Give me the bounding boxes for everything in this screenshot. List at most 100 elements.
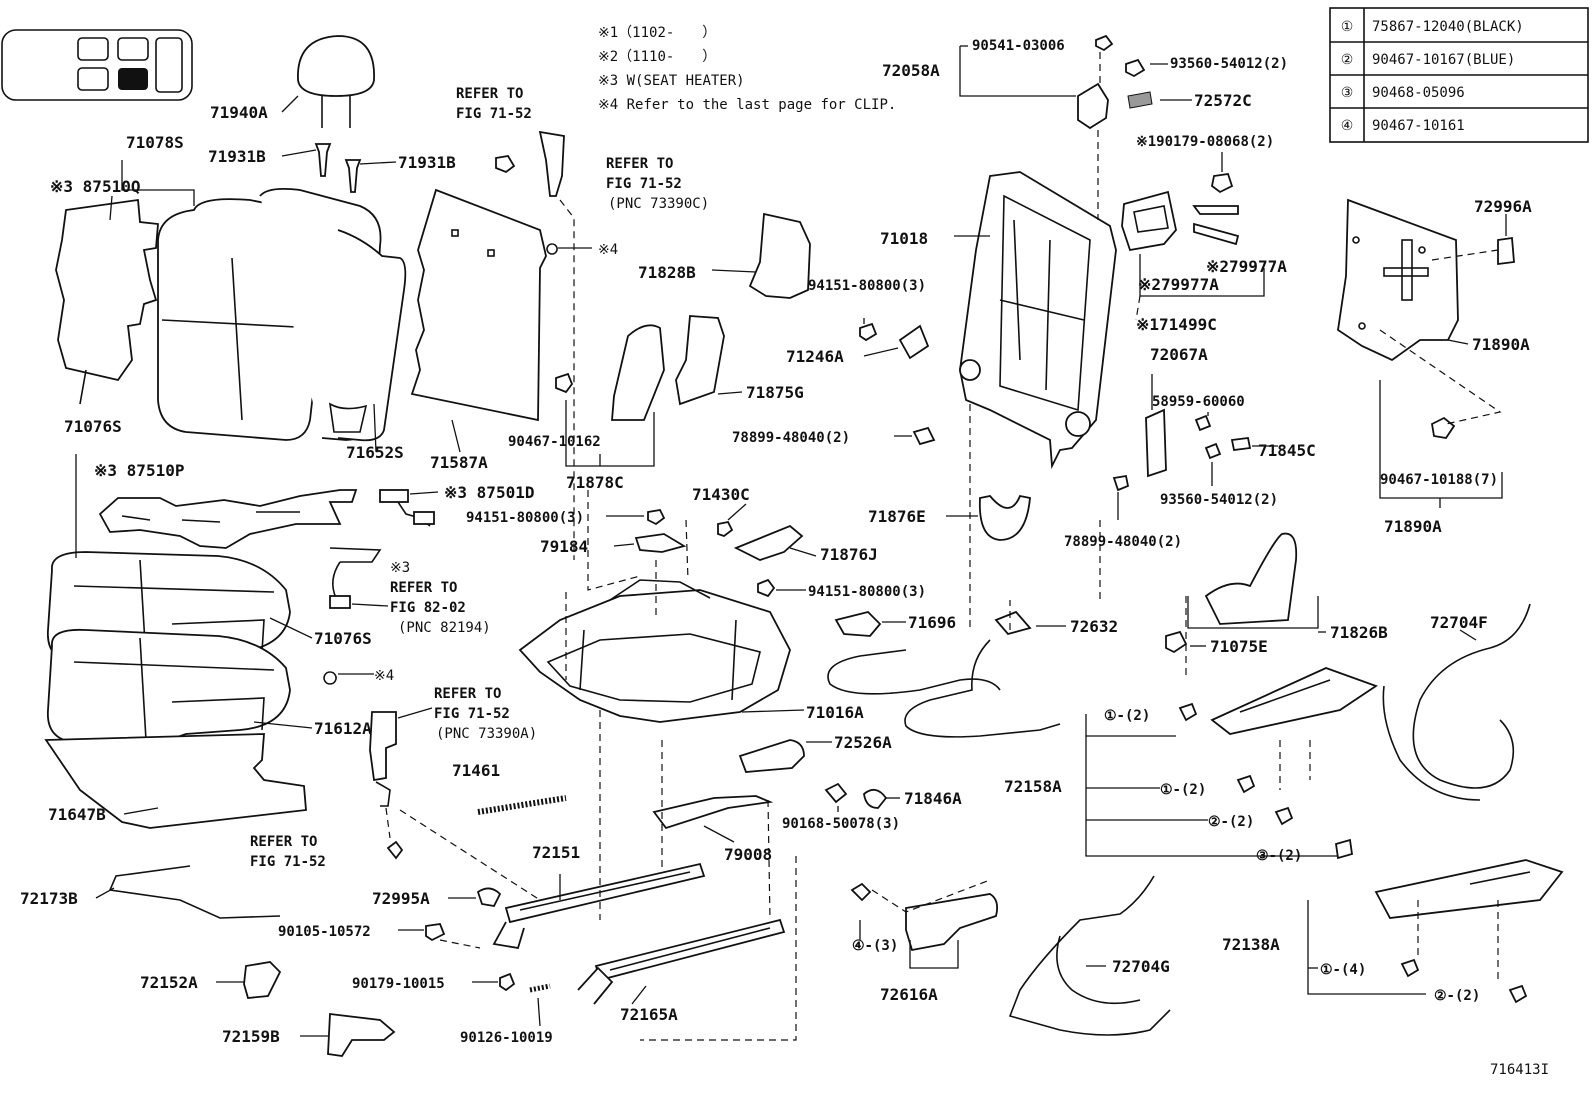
label-94151-80800-c: 94151-80800(3) <box>808 584 926 600</box>
label-71075E: 71075E <box>1210 637 1268 656</box>
label-78899-48040-a: 78899-48040(2) <box>732 430 850 446</box>
label-71246A: 71246A <box>786 347 844 366</box>
seat-track-72151 <box>492 862 706 950</box>
cover-71876E <box>978 494 1031 541</box>
legend-num-1: ① <box>1341 19 1354 35</box>
spring-71461 <box>477 795 567 815</box>
label-71876E: 71876E <box>868 507 926 526</box>
label-90126-10019: 90126-10019 <box>460 1030 553 1046</box>
label-71076S-mid: 71076S <box>314 629 372 648</box>
note-2: ※2（1110- ） <box>598 49 716 65</box>
label-71587A: 71587A <box>430 453 488 472</box>
clip-legend-table: ① 75867-12040(BLACK) ② 90467-10167(BLUE)… <box>1329 7 1589 143</box>
cap-72995A <box>476 887 502 907</box>
callout-1-a: ①-(2) <box>1104 708 1150 724</box>
refer-2-line2: FIG 71-52 <box>606 176 682 192</box>
clip-72996A <box>1497 236 1515 266</box>
note-1: ※1（1102- ） <box>598 25 716 41</box>
sill-trim-72158A <box>1178 667 1378 860</box>
label-72152A: 72152A <box>140 973 198 992</box>
seatback-board-71587A <box>410 188 547 422</box>
label-90179-10015: 90179-10015 <box>352 976 445 992</box>
label-71076S-top: 71076S <box>64 417 122 436</box>
label-87510Q: ※3 87510Q <box>50 177 140 196</box>
headrest-part <box>297 35 375 193</box>
label-72704F: 72704F <box>1430 613 1488 632</box>
callout-4-a: ④-(3) <box>852 938 898 954</box>
callout-2-a: ②-(2) <box>1208 814 1254 830</box>
label-71612A: 71612A <box>314 719 372 738</box>
label-72995A: 72995A <box>372 889 430 908</box>
label-71845C: 71845C <box>1258 441 1316 460</box>
note-3: ※3 W(SEAT HEATER) <box>598 73 745 89</box>
bracket-72067A <box>1145 408 1252 478</box>
refer-2-line1: REFER TO <box>606 156 673 172</box>
label-90541-03006: 90541-03006 <box>972 38 1065 54</box>
note-4: ※4 Refer to the last page for CLIP. <box>598 97 896 113</box>
refer-1-line1: REFER TO <box>456 86 523 102</box>
label-94151-80800-b: 94151-80800(3) <box>808 278 926 294</box>
seatback-frame-71018 <box>959 171 1117 470</box>
seat-heater-pad-87510Q <box>55 198 159 382</box>
callout-3-a: ③-(2) <box>1256 848 1302 864</box>
label-71826B: 71826B <box>1330 623 1388 642</box>
refer-3-line1: ※3 <box>390 560 410 576</box>
notes-block: ※1（1102- ） ※2（1110- ） ※3 W(SEAT HEATER) … <box>598 25 896 113</box>
bracket-71876J <box>717 520 804 561</box>
label-72151: 72151 <box>532 843 580 862</box>
side-shield-71826B <box>1165 532 1298 654</box>
label-71652S: 71652S <box>346 443 404 462</box>
legend-num-2: ② <box>1341 52 1354 68</box>
bracket-79008 <box>652 795 774 830</box>
heater-connector-87501D <box>379 489 435 527</box>
label-71890A-bottom: 71890A <box>1384 517 1442 536</box>
bracket-79977A <box>1121 190 1240 252</box>
sill-trim-72138A <box>1374 859 1564 1004</box>
cover-72616A <box>905 893 999 952</box>
label-71696: 71696 <box>908 613 956 632</box>
label-72616A: 72616A <box>880 985 938 1004</box>
upper-belt-anchor <box>495 130 565 197</box>
refer-4-line1: REFER TO <box>434 686 501 702</box>
label-79977A-lower: ※279977A <box>1138 275 1219 294</box>
label-79977A-upper: ※279977A <box>1206 257 1287 276</box>
seat-position-indicator-icon <box>1 29 193 101</box>
label-93560-54012-b: 93560-54012(2) <box>1160 492 1278 508</box>
label-72138A: 72138A <box>1222 935 1280 954</box>
part-labels: 71940A 71078S 71931B 71931B ※3 87510Q 71… <box>20 38 1549 1078</box>
cable-72704G <box>1008 875 1171 1036</box>
label-72996A: 72996A <box>1474 197 1532 216</box>
legend-part-3: 90468-05096 <box>1372 85 1465 101</box>
label-71461: 71461 <box>452 761 500 780</box>
assembly-guide-lines <box>399 249 1502 1041</box>
label-90467-10162: 90467-10162 <box>508 434 601 450</box>
heater-harness <box>329 547 382 609</box>
label-72704G: 72704G <box>1112 957 1170 976</box>
label-94151-80800-a: 94151-80800(3) <box>466 510 584 526</box>
cable-bracket-72632 <box>994 610 1032 636</box>
label-90179-08068: ※190179-08068(2) <box>1136 134 1274 150</box>
refer-4-line2: FIG 71-52 <box>434 706 510 722</box>
refer-3-line2: REFER TO <box>390 580 457 596</box>
label-71931B-left: 71931B <box>208 147 266 166</box>
illustration-number: 716413I <box>1490 1062 1549 1078</box>
seat-heater-pad-87510P <box>98 489 358 549</box>
clip-72152A <box>243 961 282 999</box>
label-72572C: 72572C <box>1194 91 1252 110</box>
legend-part-1: 75867-12040(BLACK) <box>1372 19 1524 35</box>
label-79008: 79008 <box>724 845 772 864</box>
label-72158A: 72158A <box>1004 777 1062 796</box>
wire-72173B <box>108 865 281 919</box>
refer-2-line3: (PNC 73390C) <box>608 196 709 212</box>
label-71828B: 71828B <box>638 263 696 282</box>
legend-part-2: 90467-10167(BLUE) <box>1372 52 1515 68</box>
striker-72058A <box>1077 34 1153 130</box>
label-71499C: ※171499C <box>1136 315 1217 334</box>
bracket-79184 <box>634 533 687 553</box>
refer-5-line1: REFER TO <box>250 834 317 850</box>
legend-num-3: ③ <box>1341 85 1354 101</box>
release-cable <box>827 649 1001 695</box>
cable-72704F <box>1412 603 1531 789</box>
callout-2-b: ②-(2) <box>1434 988 1480 1004</box>
